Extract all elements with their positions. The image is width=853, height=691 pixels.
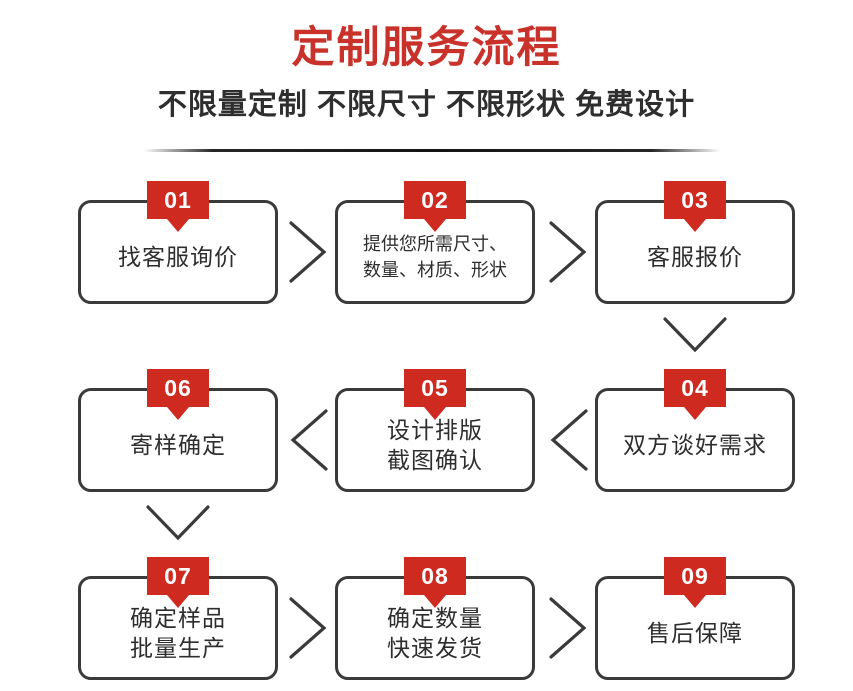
step-card-08[interactable]: 08 确定数量 快速发货 bbox=[335, 557, 535, 680]
step-card-04[interactable]: 04 双方谈好需求 bbox=[595, 369, 795, 492]
step-label-06: 寄样确定 bbox=[81, 391, 275, 489]
step-label-line: 批量生产 bbox=[130, 634, 226, 661]
step-label-08: 确定数量 快速发货 bbox=[338, 579, 532, 677]
header-divider bbox=[143, 149, 721, 152]
step-card-02[interactable]: 02 提供您所需尺寸、 数量、材质、形状 bbox=[335, 181, 535, 304]
step-number-badge-02: 02 bbox=[404, 181, 466, 219]
step-label-05: 设计排版 截图确认 bbox=[338, 391, 532, 489]
step-label-line: 客服报价 bbox=[647, 243, 743, 270]
step-number-badge-06: 06 bbox=[147, 369, 209, 407]
step-card-03[interactable]: 03 客服报价 bbox=[595, 181, 795, 304]
step-number-badge-01: 01 bbox=[147, 181, 209, 219]
connector-left-icon-04-05 bbox=[547, 406, 591, 474]
connector-left-icon-05-06 bbox=[287, 406, 331, 474]
connector-down-icon-06-07 bbox=[143, 502, 213, 544]
connector-right-icon-01-02 bbox=[286, 218, 330, 286]
step-label-line: 确定数量 bbox=[387, 604, 483, 631]
step-label-line: 找客服询价 bbox=[118, 243, 238, 270]
step-label-line: 双方谈好需求 bbox=[623, 431, 767, 458]
step-card-06[interactable]: 06 寄样确定 bbox=[78, 369, 278, 492]
step-card-07[interactable]: 07 确定样品 批量生产 bbox=[78, 557, 278, 680]
step-label-line: 设计排版 bbox=[387, 416, 483, 443]
step-label-09: 售后保障 bbox=[598, 579, 792, 677]
page-subtitle: 不限量定制 不限尺寸 不限形状 免费设计 bbox=[157, 89, 696, 121]
page-title: 定制服务流程 bbox=[291, 24, 562, 72]
step-number-badge-08: 08 bbox=[404, 557, 466, 595]
step-number-badge-03: 03 bbox=[664, 181, 726, 219]
step-label-07: 确定样品 批量生产 bbox=[81, 579, 275, 677]
step-number-badge-09: 09 bbox=[664, 557, 726, 595]
connector-right-icon-08-09 bbox=[546, 594, 590, 662]
step-label-line: 截图确认 bbox=[387, 446, 483, 473]
step-label-line: 确定样品 bbox=[130, 604, 226, 631]
step-label-line: 提供您所需尺寸、 bbox=[363, 233, 507, 254]
connector-down-icon-03-04 bbox=[660, 314, 730, 356]
step-label-line: 数量、材质、形状 bbox=[363, 259, 507, 280]
step-number-badge-04: 04 bbox=[664, 369, 726, 407]
step-card-09[interactable]: 09 售后保障 bbox=[595, 557, 795, 680]
step-label-line: 快速发货 bbox=[387, 634, 483, 661]
step-card-01[interactable]: 01 找客服询价 bbox=[78, 181, 278, 304]
step-label-line: 寄样确定 bbox=[130, 431, 226, 458]
connector-right-icon-07-08 bbox=[286, 594, 330, 662]
step-number-badge-05: 05 bbox=[404, 369, 466, 407]
step-label-04: 双方谈好需求 bbox=[598, 391, 792, 489]
connector-right-icon-02-03 bbox=[546, 218, 590, 286]
step-number-badge-07: 07 bbox=[147, 557, 209, 595]
step-label-02: 提供您所需尺寸、 数量、材质、形状 bbox=[338, 203, 532, 301]
step-card-05[interactable]: 05 设计排版 截图确认 bbox=[335, 369, 535, 492]
step-label-03: 客服报价 bbox=[598, 203, 792, 301]
step-label-line: 售后保障 bbox=[647, 619, 743, 646]
step-label-01: 找客服询价 bbox=[81, 203, 275, 301]
